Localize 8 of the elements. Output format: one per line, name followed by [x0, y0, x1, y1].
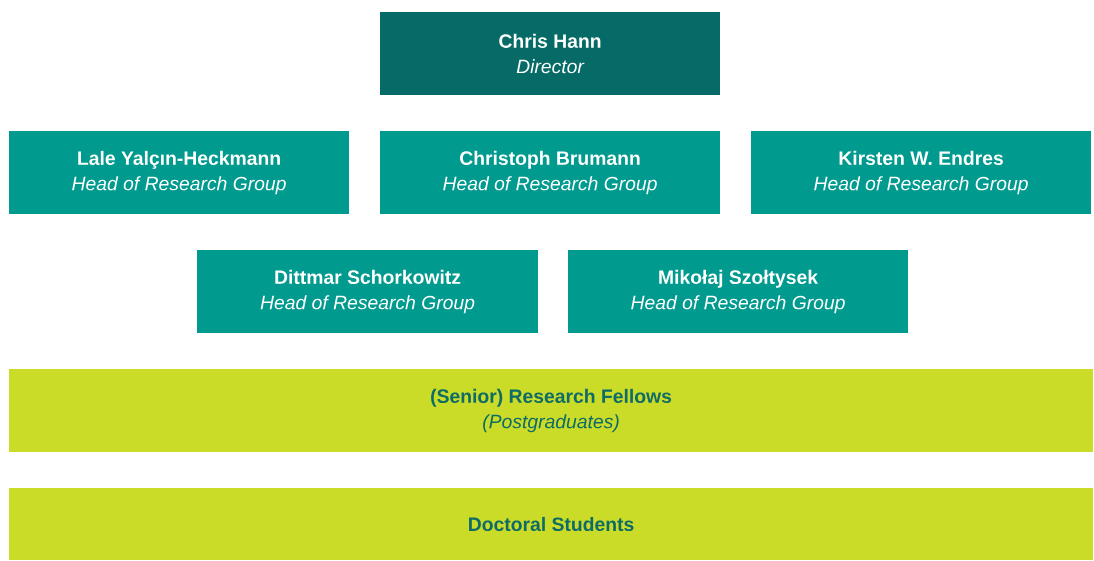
staff-band: (Senior) Research Fellows (Postgraduates) [9, 369, 1093, 452]
person-box: Dittmar Schorkowitz Head of Research Group [197, 250, 538, 333]
person-box: Lale Yalçın-Heckmann Head of Research Group [9, 131, 349, 214]
person-box: Mikołaj Szołtysek Head of Research Group [568, 250, 908, 333]
person-box: Christoph Brumann Head of Research Group [380, 131, 720, 214]
staff-band: Doctoral Students [9, 488, 1093, 560]
director-box: Chris Hann Director [380, 12, 720, 95]
person-box: Kirsten W. Endres Head of Research Group [751, 131, 1091, 214]
